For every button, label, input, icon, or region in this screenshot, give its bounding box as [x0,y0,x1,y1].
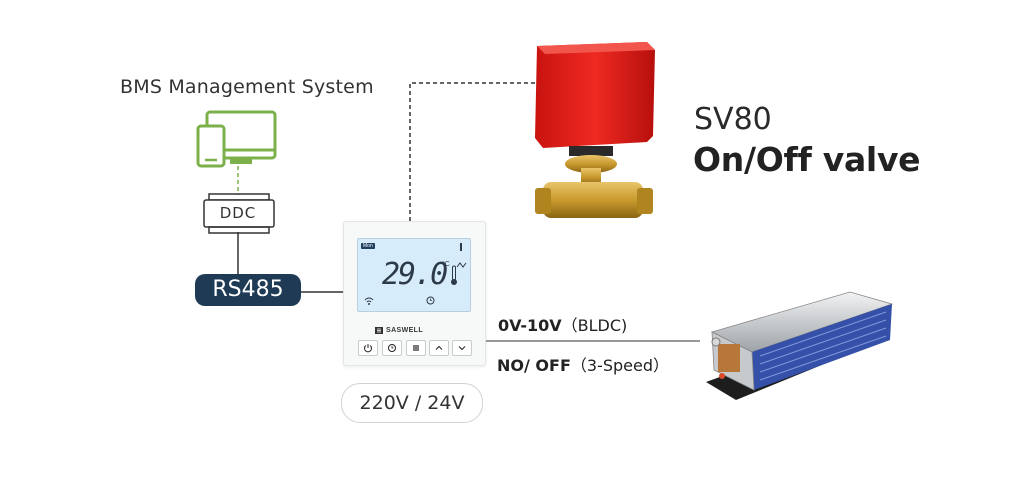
ddc-label: DDC [219,204,257,222]
signal-label-onoff: NO/ OFF（3-Speed） [497,352,669,376]
thermostat-up-button[interactable] [429,340,449,356]
fan-coil-unit-image [706,291,894,400]
rs485-badge: RS485 [195,274,301,306]
signal-onoff-type: NO/ OFF [497,356,571,375]
signal-icon [460,243,462,251]
lcd-day-label: Mon [361,243,375,249]
lcd-temperature: 29.0 [382,257,448,292]
thermometer-icon [451,265,457,285]
bms-title: BMS Management System [120,76,374,98]
signal-label-analog: 0V-10V（BLDC) [498,312,627,336]
thermostat-clock-button[interactable] [382,340,402,356]
menu-icon [413,345,419,351]
valve-name: On/Off valve [693,140,921,179]
bms-computer-icon [196,110,277,168]
saswell-logo-icon [375,327,383,334]
thermostat-down-button[interactable] [452,340,472,356]
thermostat-lcd: Mon 29.0 °C [357,238,471,312]
wifi-icon [364,297,374,305]
power-supply-badge: 220V / 24V [341,383,483,423]
signal-analog-type: 0V-10V [498,316,562,335]
signal-onoff-note: （3-Speed） [570,356,669,375]
fan-icon [456,262,467,268]
ddc-module-icon [203,193,275,234]
chevron-down-icon [458,346,466,351]
thermostat-to-valve-dashed-line [409,82,535,221]
valve-model: SV80 [694,102,772,137]
clock-icon [388,344,396,352]
timer-icon [426,296,435,305]
chevron-up-icon [435,345,443,350]
signal-analog-note: （BLDC) [561,316,628,335]
lcd-unit: °C [442,261,450,268]
thermostat-brand: SASWELL [386,327,424,334]
on-off-valve-image [535,42,655,218]
power-icon [364,344,372,353]
thermostat-power-button[interactable] [358,340,378,356]
thermostat-menu-button[interactable] [406,340,426,356]
